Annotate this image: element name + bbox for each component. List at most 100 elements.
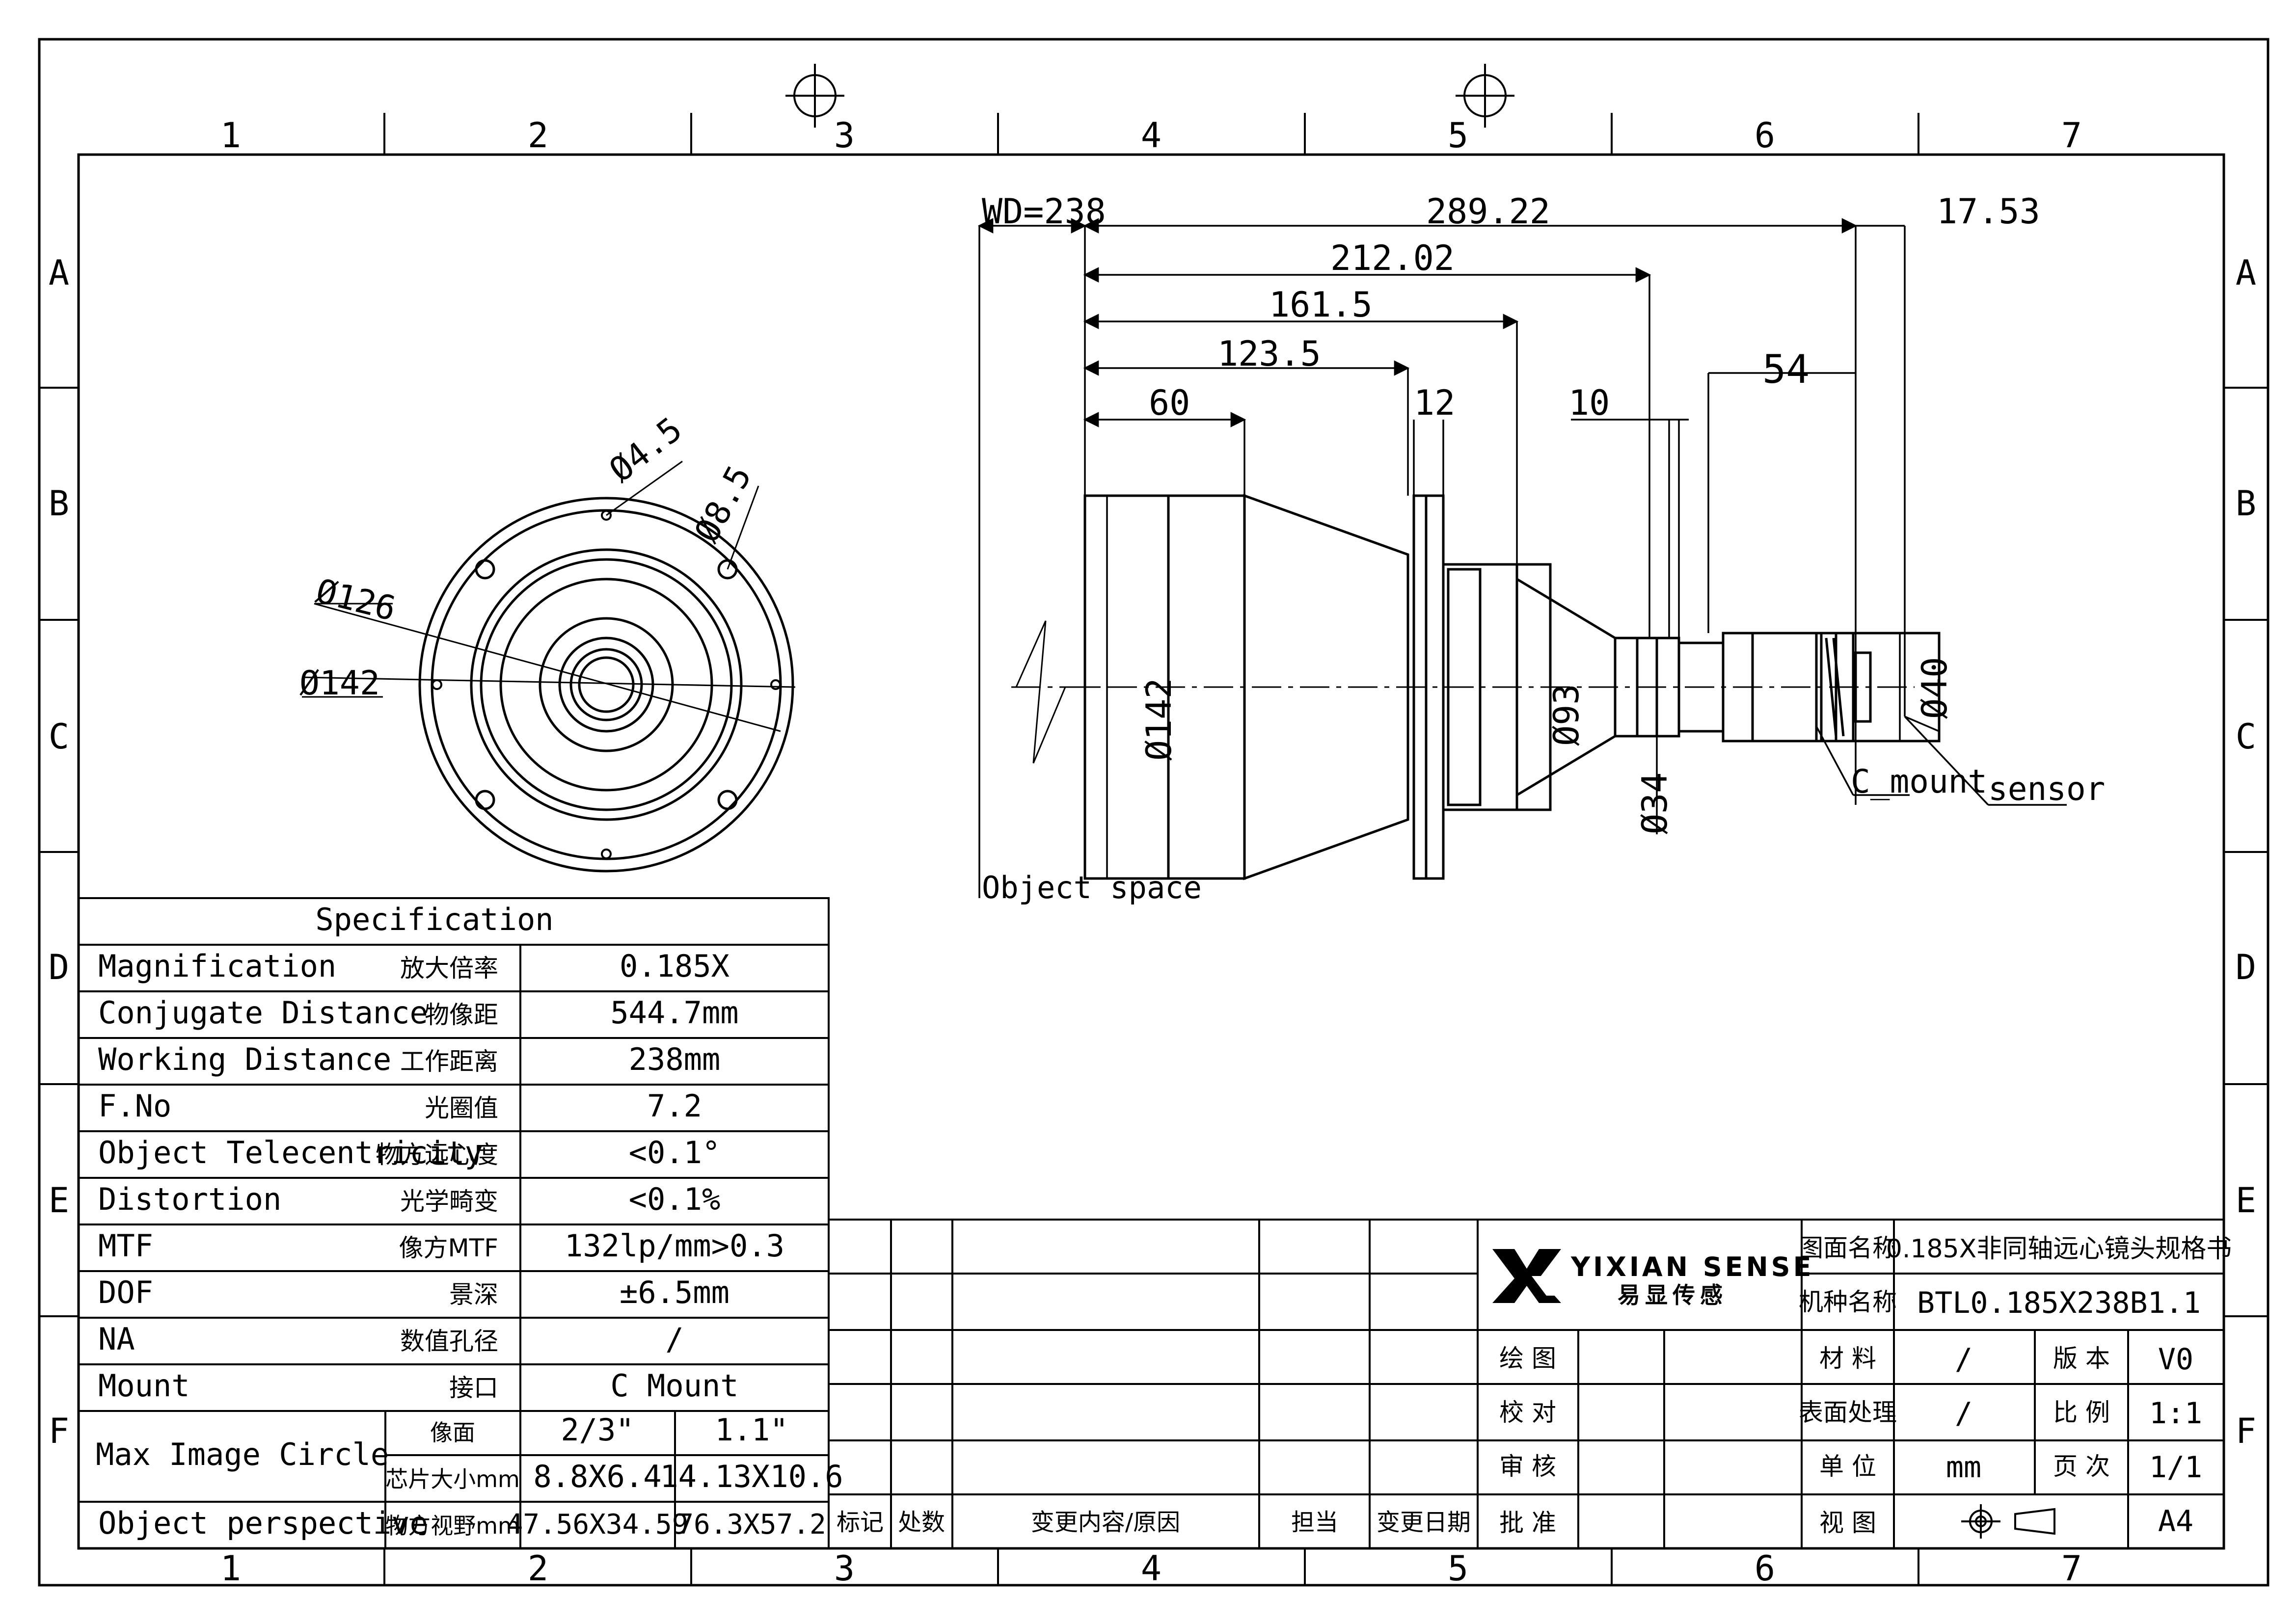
spec-title: Specification (315, 902, 553, 937)
dim-dia-126: Ø126 (312, 572, 400, 629)
rev-header-count: 处数 (898, 1509, 945, 1536)
surface-value: / (1955, 1396, 1972, 1431)
spec-cn-4: 物方远心度 (376, 1141, 498, 1169)
rev-header-mark: 标记 (837, 1509, 884, 1536)
spec-mic-v2-1: 1.1" (715, 1412, 788, 1448)
dim-54: 54 (1762, 346, 1810, 392)
spec-en-3: F.No (98, 1088, 171, 1124)
zone-col-2-top: 2 (528, 115, 548, 156)
zone-row-e-left: E (49, 1180, 69, 1221)
title-block: YIXIAN SENSE 易显传感 图面名称 机种名称 绘 图 校 对 审 核 … (1477, 1219, 2232, 1549)
dim-161: 161.5 (1269, 285, 1373, 325)
zone-row-c-left: C (49, 717, 69, 757)
screw-holes (432, 510, 781, 859)
zone-col-5-top: 5 (1448, 115, 1468, 156)
label-unit: 单 位 (1819, 1452, 1876, 1481)
zone-row-d-left: D (49, 947, 69, 987)
zone-row-a-right: A (2236, 253, 2256, 293)
side-view: WD=238 289.22 17.53 212.02 161.5 123.5 6… (977, 191, 2105, 905)
zone-col-7-bottom: 7 (2061, 1548, 2082, 1589)
dim-dia-142-side: Ø142 (1139, 678, 1179, 761)
spec-en-6: MTF (98, 1228, 153, 1264)
brand-cn: 易显传感 (1618, 1282, 1728, 1308)
spec-val-2: 238mm (629, 1041, 721, 1077)
dim-dia-4-5: Ø4.5 (602, 410, 690, 490)
dim-dia-40: Ø40 (1915, 657, 1955, 719)
zone-col-7-top: 7 (2061, 115, 2082, 156)
spec-mic-cn-2: 芯片大小mm (385, 1466, 520, 1492)
zone-col-2-bottom: 2 (528, 1548, 548, 1589)
spec-en-2: Working Distance (98, 1041, 391, 1077)
spec-cn-3: 光圈值 (425, 1094, 498, 1122)
spec-val-3: 7.2 (647, 1088, 702, 1124)
centering-mark-right (1456, 64, 1514, 128)
label-page: 页 次 (2053, 1452, 2110, 1481)
spec-val-1: 544.7mm (610, 995, 738, 1031)
spec-op-v2: 76.3X57.2 (677, 1509, 826, 1541)
sheet-frame (38, 38, 2269, 1587)
dim-dia-8-5: Ø8.5 (687, 459, 759, 549)
spec-cn-6: 像方MTF (399, 1234, 498, 1262)
spec-val-9: C Mount (610, 1368, 738, 1404)
version-value: V0 (2158, 1342, 2193, 1377)
centering-mark-left (785, 64, 844, 128)
spec-en-4: Object Telecentricity (98, 1135, 483, 1170)
rev-header-content: 变更内容/原因 (1031, 1509, 1180, 1536)
spec-val-5: <0.1% (629, 1181, 721, 1217)
spec-en-0: Magnification (98, 948, 336, 984)
zone-row-c-right: C (2236, 717, 2256, 757)
material-value: / (1955, 1342, 1972, 1377)
dim-17-53: 17.53 (1937, 191, 2040, 232)
label-version: 版 本 (2053, 1344, 2110, 1373)
rev-header-owner: 担当 (1291, 1509, 1338, 1536)
spec-cn-5: 光学畸变 (400, 1187, 498, 1216)
label-model: 机种名称 (1799, 1288, 1897, 1316)
zone-labels: 1 2 3 4 5 6 7 1 2 3 4 5 6 7 A B C D E F … (49, 115, 2256, 1589)
brand-en: YIXIAN SENSE (1570, 1251, 1814, 1282)
label-view: 视 图 (1819, 1509, 1876, 1537)
spec-val-6: 132lp/mm>0.3 (565, 1228, 784, 1264)
scale-value: 1:1 (2149, 1396, 2202, 1431)
spec-cn-8: 数值孔径 (400, 1327, 498, 1356)
spec-table: Specification Magnification Conjugate Di… (78, 897, 843, 1549)
projection-symbol-icon (1961, 1504, 2055, 1539)
mounting-holes (475, 559, 738, 810)
spec-en-op: Object perspective (98, 1505, 428, 1541)
spec-mic-v2-2: 14.13X10.6 (660, 1459, 843, 1494)
dim-123: 123.5 (1217, 334, 1321, 374)
label-surface: 表面处理 (1799, 1398, 1897, 1427)
spec-mic-v1-2: 8.8X6.4 (533, 1459, 661, 1494)
zone-col-3-bottom: 3 (834, 1548, 855, 1589)
dim-60: 60 (1149, 383, 1190, 423)
zone-row-a-left: A (49, 253, 69, 293)
dim-12: 12 (1414, 383, 1455, 423)
spec-op-v1: 47.56X34.59 (507, 1509, 689, 1541)
unit-value: mm (1946, 1450, 1981, 1485)
drawing-name-value: 0.185X非同轴远心镜头规格书 (1886, 1234, 2232, 1264)
spec-op-cn: 物方视野mm (385, 1513, 520, 1539)
rev-header-date: 变更日期 (1377, 1509, 1471, 1536)
zone-col-4-bottom: 4 (1141, 1548, 1162, 1589)
zone-col-6-top: 6 (1755, 115, 1775, 156)
spec-cn-7: 景深 (449, 1280, 498, 1309)
zone-row-b-left: B (49, 483, 69, 524)
revision-table: 标记 处数 变更内容/原因 担当 变更日期 (828, 1219, 1478, 1548)
label-sensor: sensor (1988, 770, 2105, 808)
spec-val-4: <0.1° (629, 1135, 721, 1170)
zone-ticks (39, 113, 2268, 1585)
spec-mic-cn-1: 像面 (430, 1419, 475, 1446)
dimension-lines (977, 218, 2067, 898)
spec-en-mic: Max Image Circle (96, 1436, 389, 1472)
dim-10: 10 (1568, 383, 1610, 423)
label-drawing-name: 图面名称 (1799, 1234, 1897, 1262)
label-object-space: Object space (982, 870, 1202, 905)
dim-212: 212.02 (1330, 238, 1455, 278)
paper-size-value: A4 (2158, 1504, 2193, 1539)
label-draw: 绘 图 (1499, 1344, 1556, 1373)
spec-en-7: DOF (98, 1275, 153, 1310)
spec-mic-v1-1: 2/3" (561, 1412, 634, 1448)
spec-cn-9: 接口 (449, 1374, 498, 1402)
front-view: Ø4.5 Ø8.5 Ø126 Ø142 (299, 410, 796, 873)
dim-total-289: 289.22 (1426, 191, 1550, 232)
